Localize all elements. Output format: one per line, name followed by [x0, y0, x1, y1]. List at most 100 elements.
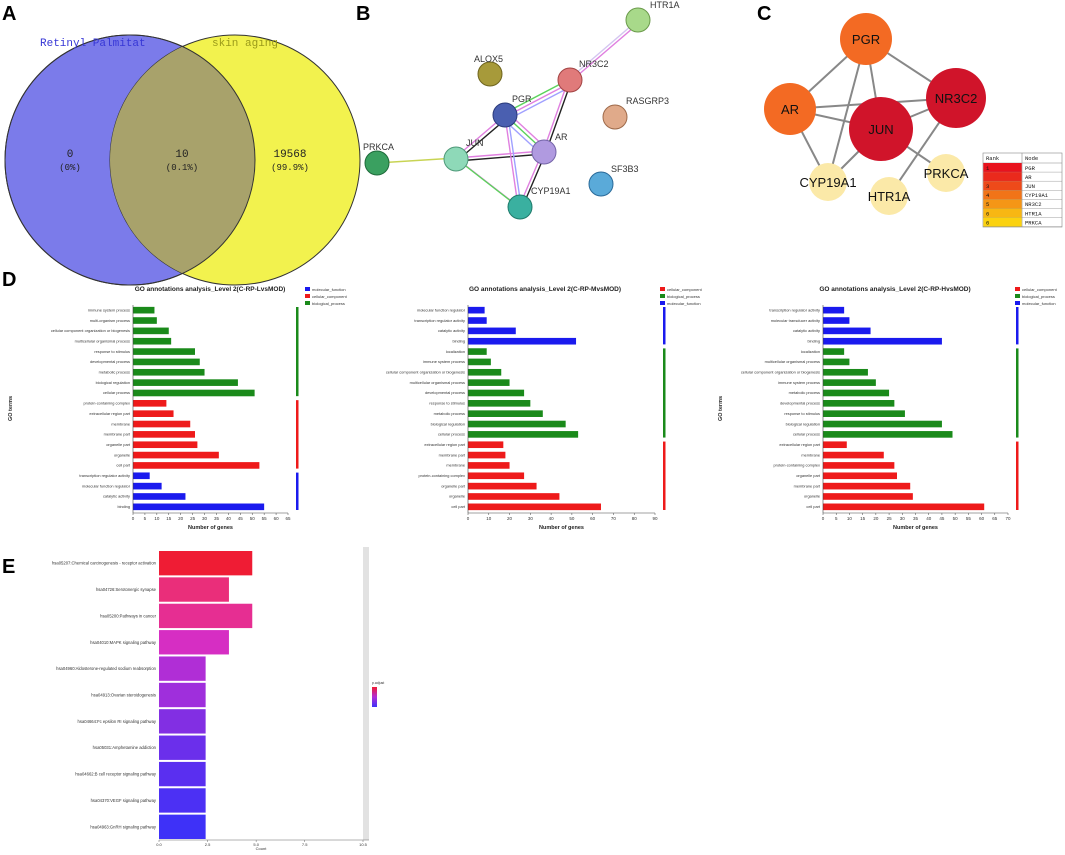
node-prkca[interactable]: [364, 150, 390, 176]
go-tick-label: 0: [467, 516, 470, 521]
hub-label-nr3c2: NR3C2: [935, 91, 978, 106]
go-group-bracket: [663, 348, 666, 438]
go-bar: [823, 441, 847, 449]
hub-node-jun[interactable]: [849, 97, 913, 161]
go-bar: [823, 503, 985, 511]
rank-row-color: [983, 199, 1022, 209]
node-jun[interactable]: [443, 146, 469, 172]
go-bar: [133, 451, 219, 459]
go-group-bracket: [296, 472, 299, 510]
go-tick-label: 35: [913, 516, 919, 521]
go-tick-label: 30: [900, 516, 906, 521]
hub-node-cyp19a1[interactable]: [809, 163, 847, 201]
go-bar-label: binding: [807, 338, 820, 343]
go-bar: [823, 472, 897, 480]
kegg-bar-label: hsa04963:GnRH signaling pathway: [90, 824, 157, 829]
go-tick-label: 35: [214, 516, 220, 521]
node-htr1a[interactable]: [625, 7, 651, 33]
go-tick-label: 0: [822, 516, 825, 521]
go-group-bracket: [663, 307, 666, 345]
go-bar-label: membrane part: [104, 432, 131, 437]
node-pgr[interactable]: [492, 102, 518, 128]
kegg-bar: [159, 630, 229, 655]
go-x-axis-label: Number of genes: [893, 525, 938, 531]
go-bar-label: protein-containing complex: [419, 473, 466, 478]
go-bar-label: cellular process: [438, 432, 465, 437]
rank-row-node: CYP19A1: [1025, 192, 1049, 199]
go-bar: [823, 420, 942, 428]
go-bar-label: molecular function regulator: [417, 307, 466, 312]
go-group-bracket: [663, 441, 666, 510]
go-legend-label: cellular_component: [312, 294, 348, 299]
go-bar-label: response to stimulus: [784, 411, 820, 416]
go-group-bracket: [296, 307, 299, 397]
go-bar-label: organelle part: [441, 483, 466, 488]
go-bar: [823, 368, 868, 376]
go-tick-label: 25: [190, 516, 196, 521]
hub-node-ar[interactable]: [764, 83, 816, 135]
panel-label-e: E: [2, 556, 15, 578]
go-x-axis-label: Number of genes: [539, 525, 584, 531]
go-legend-swatch: [1015, 287, 1020, 291]
node-rasgrp3[interactable]: [602, 104, 628, 130]
hub-node-pgr[interactable]: [840, 13, 892, 65]
go-bar-label: cellular process: [103, 390, 130, 395]
kegg-bar: [159, 735, 206, 760]
node-nr3c2[interactable]: [557, 67, 583, 93]
go-tick-label: 55: [966, 516, 972, 521]
go-tick-label: 10: [847, 516, 853, 521]
go-bar-label: response to stimulus: [94, 349, 130, 354]
hub-node-htr1a[interactable]: [870, 177, 908, 215]
go-legend-label: biological_process: [667, 294, 700, 299]
go-bar: [823, 337, 942, 345]
go-bar-label: organelle: [804, 494, 820, 499]
go-bar: [823, 327, 871, 335]
kegg-tick-label: 10.5: [359, 842, 368, 847]
hub-network: PGR NR3C2 AR JUN PRKCA CYP19A1 HTR1A Ran…: [764, 13, 1063, 228]
go-bar-label: metabolic process: [434, 411, 465, 416]
go-bar-label: organelle part: [106, 442, 131, 447]
go-bar: [133, 358, 200, 366]
go-bar-label: cellular component organization or bioge…: [386, 370, 465, 375]
go-bar-label: immune system process: [88, 307, 130, 312]
go-bar: [468, 431, 579, 438]
panel-label-d: D: [2, 269, 16, 291]
go-bar: [133, 420, 191, 428]
go-bar-label: multicellular organismal process: [410, 380, 465, 385]
go-bar-label: binding: [117, 504, 130, 509]
node-cyp19a1[interactable]: [507, 194, 533, 220]
go-tick-label: 50: [569, 516, 575, 521]
kegg-bar: [159, 551, 253, 576]
hub-label-pgr: PGR: [852, 32, 880, 47]
node-ar[interactable]: [531, 139, 557, 165]
kegg-bar-label: hsa04010:MAPK signaling pathway: [90, 640, 157, 645]
node-sf3b3[interactable]: [588, 171, 614, 197]
hub-node-nr3c2[interactable]: [926, 68, 986, 128]
hub-node-prkca[interactable]: [927, 154, 965, 192]
go-bar-label: metabolic process: [789, 390, 820, 395]
venn-right-pct: (99.9%): [271, 163, 309, 173]
go-tick-label: 70: [611, 516, 617, 521]
go-tick-label: 60: [590, 516, 596, 521]
go-bar-label: catalytic activity: [438, 328, 465, 333]
go-tick-label: 40: [926, 516, 932, 521]
go-bar: [468, 327, 516, 335]
go-bar-label: localization: [801, 349, 820, 354]
go-bar: [133, 379, 238, 386]
go-chart-3: GO annotations analysis_Level 2(C-RP-Hvs…: [718, 286, 1058, 531]
go-tick-label: 40: [549, 516, 555, 521]
go-tick-label: 30: [202, 516, 208, 521]
kegg-bar-label: hsa04664:Fc epsilon RI signaling pathway: [78, 719, 157, 724]
venn-left-pct: (0%): [59, 163, 81, 173]
go-group-bracket: [1016, 307, 1019, 345]
hub-label-cyp19a1: CYP19A1: [799, 175, 856, 190]
go-bar-label: molecular function regulator: [82, 483, 131, 488]
go-bar: [468, 493, 560, 500]
go-bar: [133, 389, 255, 397]
kegg-bar-label: hsa05207:Chemical carcinogenesis - recep…: [52, 561, 157, 566]
go-legend-label: molecular_function: [1022, 301, 1056, 306]
go-bar: [468, 348, 487, 355]
rank-row-node: HTR1A: [1025, 210, 1042, 217]
node-alox5[interactable]: [477, 61, 503, 87]
go-bar: [133, 410, 174, 417]
